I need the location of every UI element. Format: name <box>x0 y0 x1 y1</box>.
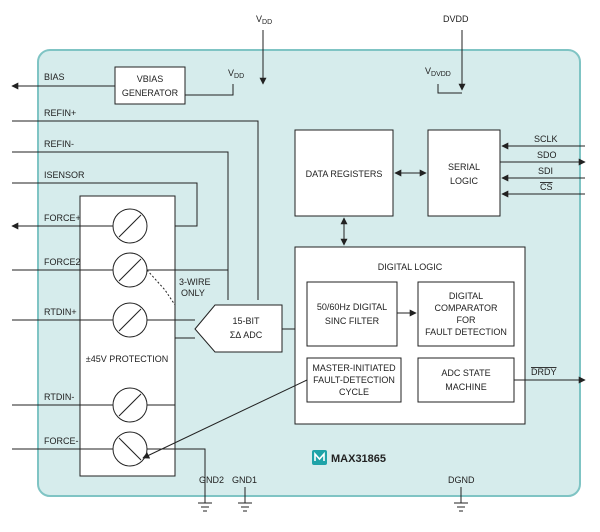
comparator-block <box>417 281 515 347</box>
force-plus-label: FORCE+ <box>44 213 81 223</box>
maxim-logo <box>312 450 327 465</box>
data-registers-block <box>294 129 394 217</box>
sdo-label: SDO <box>537 150 557 160</box>
comp-line4: FAULT DETECTION <box>425 327 507 337</box>
comp-line1: DIGITAL <box>449 291 483 301</box>
gnd2-symbol <box>198 502 212 512</box>
digital-logic-label: DIGITAL LOGIC <box>378 262 443 272</box>
vbias-generator-block <box>114 66 186 105</box>
dgnd-symbol <box>454 502 468 512</box>
refin-minus-label: REFIN- <box>44 139 74 149</box>
vbias-supply-wire <box>185 84 234 96</box>
fault-control-wire <box>142 379 308 459</box>
serial-logic-block <box>427 129 501 217</box>
adcsm-line1: ADC STATE <box>441 368 490 378</box>
fault-line2: FAULT-DETECTION <box>313 375 395 385</box>
gnd2-wire <box>147 448 206 503</box>
sinc-line2: SINC FILTER <box>325 316 380 326</box>
adc-line1: 15-BIT <box>232 316 260 326</box>
switch-force-minus <box>112 431 148 467</box>
gnd2-label: GND2 <box>199 475 224 485</box>
refin-plus-wire <box>12 120 259 300</box>
drdy-label: DRDY <box>531 367 557 377</box>
three-wire-line1: 3-WIRE <box>179 277 211 287</box>
bias-pin-label: BIAS <box>44 72 65 82</box>
adcsm-line2: MACHINE <box>445 382 487 392</box>
refin-minus-wire <box>12 151 229 300</box>
fault-line3: CYCLE <box>339 387 369 397</box>
rtdin-plus-label: RTDIN+ <box>44 307 77 317</box>
gnd1-label: GND1 <box>232 475 257 485</box>
serial-line1: SERIAL <box>448 162 480 172</box>
dvdd-pin-label: DVDD <box>443 14 469 24</box>
vbias-line1: VBIAS <box>137 74 164 84</box>
vdvdd-wire <box>437 84 462 94</box>
vdd-inner-label: VDD <box>228 68 244 80</box>
sinc-filter-block <box>306 281 398 347</box>
sinc-line1: 50/60Hz DIGITAL <box>317 302 387 312</box>
switch-force2 <box>112 252 148 288</box>
force-minus-label: FORCE- <box>44 436 79 446</box>
vbias-line2: GENERATOR <box>122 88 179 98</box>
switch-rtdin-plus <box>112 302 148 338</box>
force2-label: FORCE2 <box>44 257 81 267</box>
vdvdd-label: VDVDD <box>425 66 451 78</box>
three-wire-dotted <box>146 269 176 306</box>
adc-state-machine-block <box>417 357 515 403</box>
gnd1-symbol <box>238 502 252 512</box>
switch-force-plus <box>112 208 148 244</box>
comp-line3: FOR <box>457 315 476 325</box>
serial-line2: LOGIC <box>450 176 479 186</box>
cs-label: CS <box>540 182 553 192</box>
three-wire-line2: ONLY <box>181 288 205 298</box>
sdi-label: SDI <box>538 166 553 176</box>
fault-detection-block <box>306 357 402 403</box>
isensor-label: ISENSOR <box>44 170 85 180</box>
fault-line1: MASTER-INITIATED <box>312 363 396 373</box>
comp-line2: COMPARATOR <box>434 303 498 313</box>
part-number: MAX31865 <box>331 453 386 465</box>
sclk-label: SCLK <box>534 134 558 144</box>
vdd-pin-label: VDD <box>256 14 272 26</box>
dgnd-label: DGND <box>448 475 475 485</box>
protection-label: ±45V PROTECTION <box>86 354 168 364</box>
rtdin-minus-adc-wire <box>147 337 195 406</box>
rtdin-minus-label: RTDIN- <box>44 392 74 402</box>
data-registers-label: DATA REGISTERS <box>306 169 383 179</box>
switch-rtdin-minus <box>112 387 148 423</box>
adc-line2: ΣΔ ADC <box>230 330 263 340</box>
refin-plus-label: REFIN+ <box>44 108 76 118</box>
